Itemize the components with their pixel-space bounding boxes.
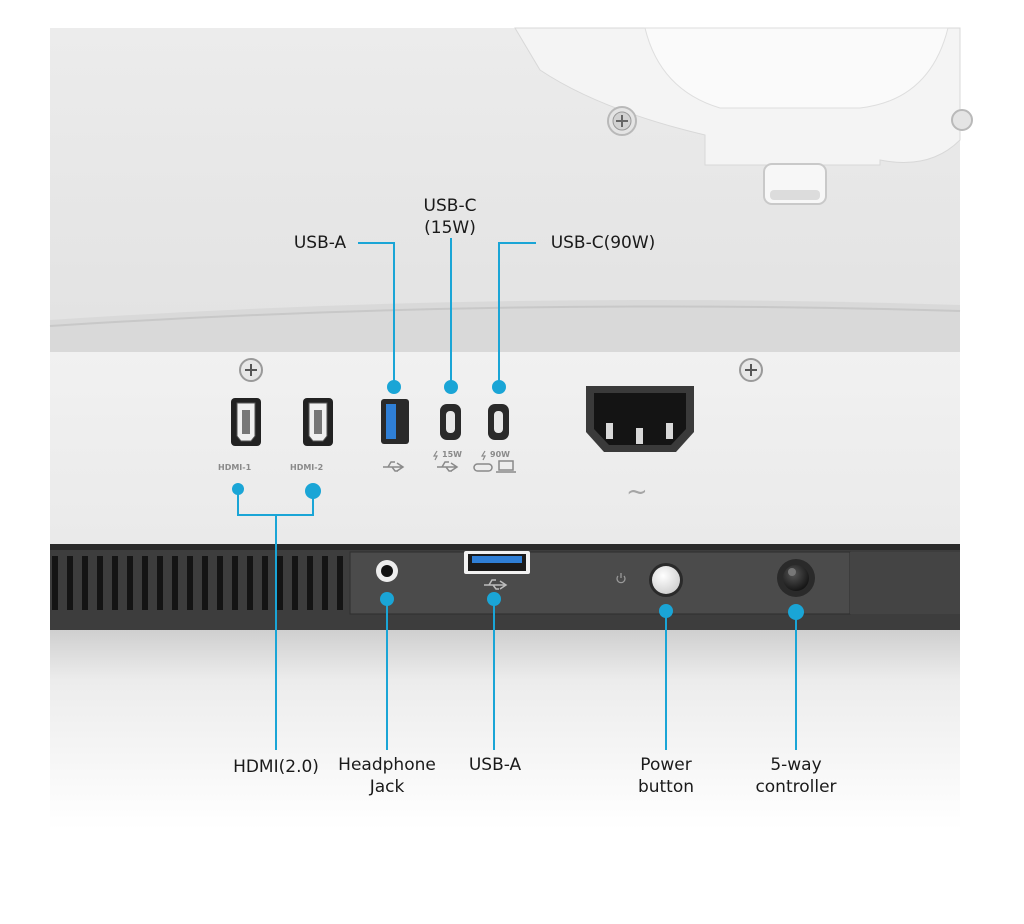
power-button[interactable] (649, 563, 683, 597)
laptop-icon (473, 460, 516, 473)
power-icon (616, 573, 626, 584)
callout-controller-line2: controller (755, 777, 837, 797)
callout-usb-c-15w: USB-C (15W) (410, 195, 490, 239)
usb-icon (484, 579, 508, 590)
callout-power-line1: Power (640, 755, 692, 775)
screw-icon (951, 109, 973, 131)
usb-icon (383, 461, 405, 472)
ac-power-inlet[interactable] (586, 386, 694, 452)
screw-icon (239, 358, 263, 382)
screw-icon (739, 358, 763, 382)
hdmi-1-port-label: HDMI-1 (218, 463, 252, 472)
control-bay (349, 551, 851, 615)
reflection-fade (50, 630, 960, 830)
headphone-jack[interactable] (376, 560, 398, 582)
callout-headphone-line2: Jack (369, 777, 405, 797)
usb-c-port-90w[interactable] (488, 404, 509, 440)
screw-icon (607, 106, 637, 136)
callout-power-button: Power button (616, 754, 716, 798)
callout-hdmi-text: HDMI(2.0) (233, 757, 319, 777)
callout-power-line2: button (637, 777, 695, 797)
usb-c-90w-port-label: 90W (490, 450, 510, 459)
usb-a-port-bottom[interactable] (464, 551, 530, 574)
usb-c-15w-port-label: 15W (442, 450, 462, 459)
hdmi-port-1[interactable] (231, 398, 261, 446)
lightning-icon (480, 450, 486, 461)
vent-grille (52, 556, 343, 610)
callout-lines (237, 238, 797, 750)
callout-controller-line1: 5-way (770, 755, 822, 775)
usb-c-port-15w[interactable] (440, 404, 461, 440)
callout-usb-a-bottom-text: USB-A (468, 755, 522, 775)
callout-usb-c-15w-line1: USB-C (423, 196, 477, 216)
callout-headphone-line1: Headphone (338, 755, 436, 775)
ac-symbol: ~ (626, 477, 648, 507)
usb-a-port-top[interactable] (381, 399, 409, 444)
usb-icon (437, 461, 459, 472)
port-panel (50, 352, 960, 544)
callout-usb-c-90w-text: USB-C(90W) (550, 233, 656, 253)
callout-usb-a-bottom: USB-A (460, 754, 530, 776)
callout-usb-a-top-text: USB-A (293, 233, 347, 253)
callout-usb-c-15w-line2: (15W) (424, 218, 476, 238)
five-way-controller[interactable] (777, 559, 815, 597)
stand-mount-inner (644, 27, 949, 109)
hdmi-2-port-label: HDMI-2 (290, 463, 323, 472)
callout-usb-a-top: USB-A (288, 232, 352, 254)
lightning-icon (432, 450, 438, 461)
hdmi-port-2[interactable] (303, 398, 333, 446)
callout-hdmi: HDMI(2.0) (226, 756, 326, 778)
callout-five-way-controller: 5-way controller (741, 754, 851, 798)
callout-dots (232, 380, 804, 620)
callout-headphone-jack: Headphone Jack (327, 754, 447, 798)
callout-usb-c-90w: USB-C(90W) (540, 232, 666, 254)
